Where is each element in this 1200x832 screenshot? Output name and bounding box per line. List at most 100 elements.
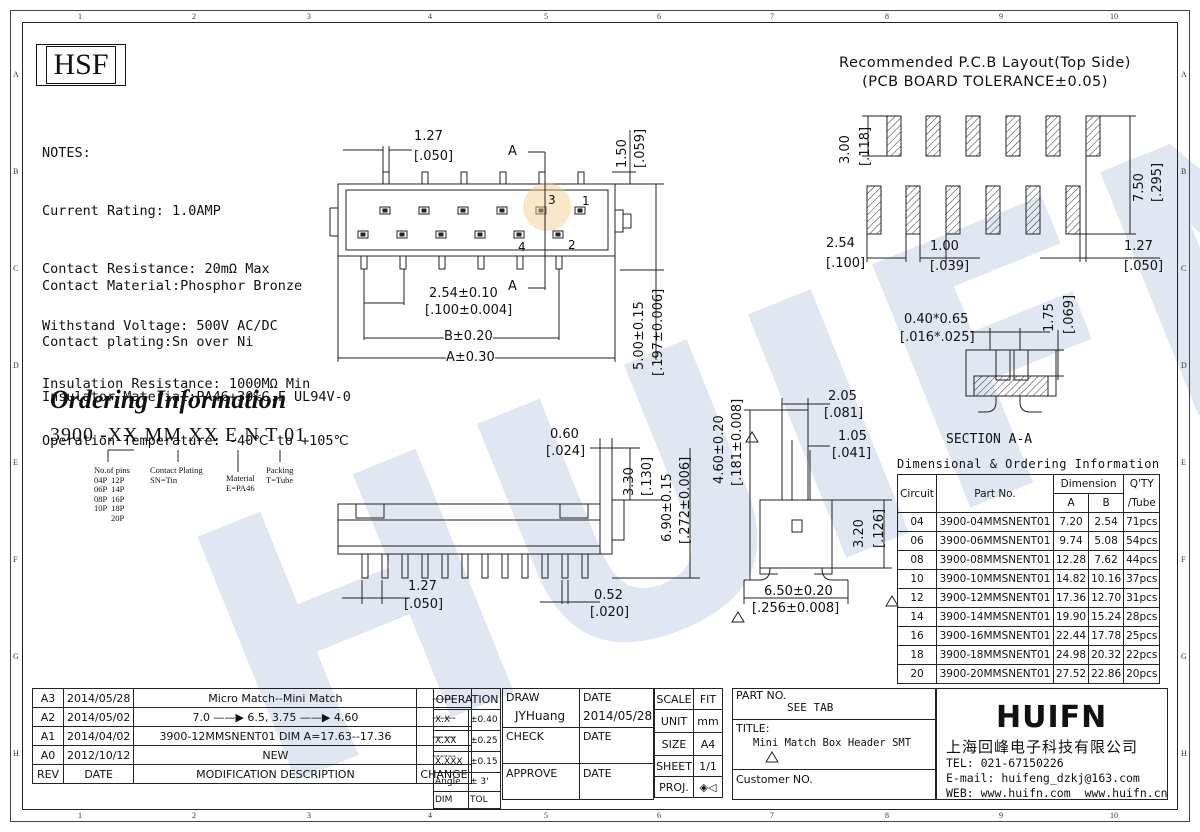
- cell: 3900-20MMSNENT01: [936, 664, 1054, 684]
- rev-cell: A2: [32, 707, 64, 727]
- material-block: Contact Material:Phosphor Bronze Contact…: [42, 240, 351, 425]
- cell: 12.28: [1052, 550, 1090, 570]
- zone-col: 3: [307, 811, 311, 820]
- packing-option: Packing T=Tube: [266, 465, 294, 485]
- tol-value: ± 3': [468, 772, 501, 792]
- zone-col: 3: [307, 12, 311, 21]
- section-mark-a-bottom: A: [508, 279, 517, 294]
- side-dim-052: 0.52: [594, 588, 623, 603]
- zone-row: F: [1181, 555, 1186, 564]
- tol-label: X.XXX: [433, 751, 469, 773]
- rev-date: 2014/05/28: [62, 688, 135, 708]
- side-view-dimensions: [342, 438, 700, 604]
- rev-desc: NEW: [133, 745, 418, 765]
- scale-label: SCALE: [654, 688, 694, 710]
- customer-no-label: Customer NO.: [736, 773, 813, 786]
- company-contact: TEL: 021-67150226 E-mail: huifeng_dzkj@1…: [946, 756, 1168, 800]
- cell: 27.52: [1052, 664, 1090, 684]
- dim-h150: 1.50: [615, 139, 630, 168]
- zone-col: 6: [657, 811, 661, 820]
- zone-row: C: [13, 264, 19, 273]
- pcb-dim-050: [.050]: [1124, 259, 1164, 274]
- zone-col: 9: [999, 811, 1003, 820]
- cell: 7.20: [1052, 512, 1090, 532]
- col-dimension: Dimension: [1052, 474, 1125, 494]
- zone-row: D: [1181, 361, 1187, 370]
- drawing-frame: [22, 22, 1178, 810]
- part-no-label: PART NO.: [736, 689, 787, 702]
- note-line: Insulation Resistance: 1000MΩ Min: [42, 375, 311, 392]
- hsf-badge: HSF: [36, 44, 126, 86]
- note-line: Operation Temperature: -40℃ to +105℃: [42, 433, 349, 450]
- cell: 24.98: [1052, 645, 1090, 665]
- material-value: E=PA46: [226, 482, 255, 493]
- col-part: Part No.: [936, 474, 1054, 513]
- size-value: A4: [693, 732, 723, 756]
- pcb-dim-039: [.039]: [930, 259, 970, 274]
- cell: 25pcs: [1123, 626, 1161, 646]
- section-aa-drawing: [965, 328, 1064, 413]
- material-line: Insulator Material:PA46+30%G.F UL94V-0: [42, 389, 351, 405]
- part-no-value: SEE TAB: [787, 701, 834, 714]
- tolerance-table: OPERATION X.X±0.40 X.XX±0.25 X.XXX±0.15 …: [433, 688, 501, 809]
- plating-label: Contact Plating: [150, 465, 203, 475]
- cell: 17.36: [1052, 588, 1090, 608]
- pcb-layout-title: Recommended P.C.B Layout(Top Side) (PCB …: [800, 54, 1170, 92]
- pcb-dimensions: [862, 115, 1160, 262]
- cell: 17.78: [1088, 626, 1125, 646]
- cell: 37pcs: [1123, 569, 1161, 589]
- side-dim-272: [.272±0.006]: [678, 456, 693, 544]
- dim-label: DIM: [433, 791, 469, 809]
- zone-col: 7: [770, 12, 774, 21]
- side-dim-050: [.050]: [404, 597, 444, 612]
- zone-row: F: [13, 555, 18, 564]
- side-dim-330: 3.30: [622, 467, 637, 496]
- pins-option: 04P 12P: [94, 474, 125, 485]
- cell: 28pcs: [1123, 607, 1161, 627]
- check-label: CHECK: [506, 730, 544, 743]
- company-name: 上海回峰电子科技有限公司: [946, 738, 1139, 756]
- pcb-subtitle-line: (PCB BOARD TOLERANCE±0.05): [862, 74, 1108, 90]
- ordering-leaders: [107, 449, 281, 472]
- section-aa-label: SECTION A-A: [946, 432, 1033, 447]
- cell: 3900-10MMSNENT01: [936, 569, 1054, 589]
- pin-label-4: 4: [518, 240, 526, 254]
- end-dim-256: [.256±0.008]: [752, 601, 840, 616]
- zone-col: 4: [428, 811, 432, 820]
- col-qty: Q'TY: [1123, 474, 1161, 494]
- cell: 16: [897, 626, 937, 646]
- rev-cell: A3: [32, 688, 64, 708]
- pins-option: 08P 16P: [94, 493, 125, 504]
- side-dim-024: [.024]: [546, 444, 586, 459]
- cell: 3900-04MMSNENT01: [936, 512, 1054, 532]
- zone-row: B: [1181, 167, 1187, 176]
- material-label: Material: [226, 473, 255, 483]
- ordering-title: Ordering Information: [50, 385, 287, 414]
- plating-value: SN=Tin: [150, 474, 178, 485]
- cell: 20.32: [1088, 645, 1125, 665]
- packing-value: T=Tube: [266, 474, 294, 485]
- tol-header: TOL: [468, 791, 501, 809]
- tol-value: ±0.40: [468, 709, 501, 731]
- draw-date-label: DATE: [583, 691, 612, 704]
- rev-header: REV: [32, 764, 64, 784]
- part-block: PART NO. SEE TAB TITLE: Mini Match Box H…: [732, 688, 936, 800]
- col-tube: /Tube: [1123, 493, 1161, 513]
- end-dim-320: 3.20: [852, 519, 867, 548]
- ordering-code: 3900 -XX MM XX E N T 01: [50, 424, 307, 446]
- hsf-badge-text: HSF: [46, 46, 116, 84]
- cell: 18: [897, 645, 937, 665]
- zone-col: 10: [1110, 12, 1118, 21]
- top-view-contacts: [357, 206, 586, 239]
- pcb-dim-295: [.295]: [1150, 162, 1165, 202]
- revision-triangles: [731, 431, 899, 763]
- rev-date: 2014/05/02: [62, 707, 135, 727]
- zone-row: E: [1181, 458, 1186, 467]
